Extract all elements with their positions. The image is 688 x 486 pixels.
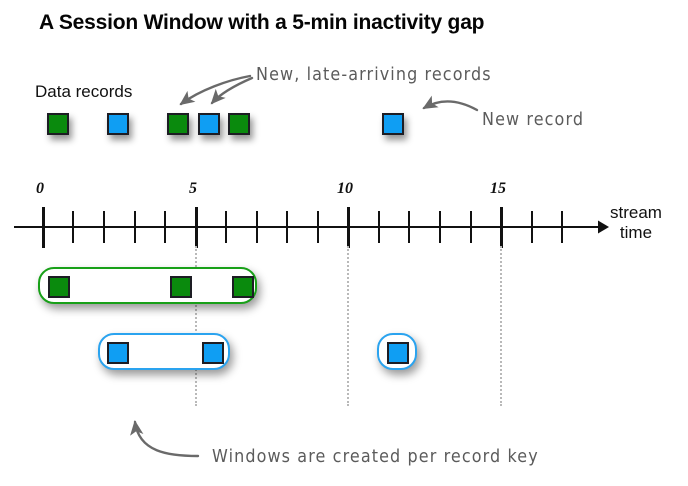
axis-minor-tick xyxy=(164,211,166,243)
axis-minor-tick xyxy=(531,211,533,243)
axis-minor-tick xyxy=(378,211,380,243)
window-record-blue xyxy=(107,342,129,364)
axis-minor-tick xyxy=(103,211,105,243)
axis-major-tick-10 xyxy=(347,207,350,248)
arrow-windows-per-key xyxy=(130,420,200,458)
axis-unit-label: stream time xyxy=(610,203,662,243)
annotation-new-record: New record xyxy=(482,108,585,130)
page-title: A Session Window with a 5-min inactivity… xyxy=(39,11,485,34)
axis-major-tick-5 xyxy=(195,207,198,248)
guide-line-15 xyxy=(500,246,502,406)
window-record-green xyxy=(48,276,70,298)
arrow-late-records-1 xyxy=(179,74,252,106)
guide-line-10 xyxy=(347,246,349,406)
window-record-green xyxy=(232,276,254,298)
axis-unit-label-line1: stream xyxy=(610,203,662,222)
axis-unit-label-line2: time xyxy=(619,223,653,242)
axis-minor-tick xyxy=(134,211,136,243)
axis-minor-tick xyxy=(286,211,288,243)
annotation-windows-per-key: Windows are created per record key xyxy=(212,445,539,467)
axis-minor-tick xyxy=(317,211,319,243)
record-square-blue-new xyxy=(382,113,404,135)
stream-time-axis-line xyxy=(14,226,603,228)
record-square-green xyxy=(47,113,69,135)
axis-tick-label-0: 0 xyxy=(36,180,44,197)
data-records-label: Data records xyxy=(35,82,133,101)
record-square-green-late xyxy=(167,113,189,135)
window-record-blue xyxy=(202,342,224,364)
axis-minor-tick xyxy=(439,211,441,243)
axis-minor-tick xyxy=(470,211,472,243)
axis-major-tick-15 xyxy=(500,207,503,248)
axis-minor-tick xyxy=(225,211,227,243)
axis-tick-label-15: 15 xyxy=(490,180,506,197)
guide-line-5 xyxy=(195,246,197,406)
axis-minor-tick xyxy=(72,211,74,243)
record-square-blue xyxy=(107,113,129,135)
axis-minor-tick xyxy=(561,211,563,243)
axis-tick-label-5: 5 xyxy=(189,180,197,197)
window-record-green xyxy=(170,276,192,298)
axis-tick-label-10: 10 xyxy=(337,180,353,197)
window-record-blue xyxy=(387,342,409,364)
arrow-new-record xyxy=(422,95,479,112)
record-square-green xyxy=(228,113,250,135)
record-square-blue-late xyxy=(198,113,220,135)
arrow-late-records-2 xyxy=(210,76,254,105)
session-window-green[interactable] xyxy=(38,267,257,304)
axis-major-tick-0 xyxy=(42,207,45,248)
annotation-late-arriving-records: New, late-arriving records xyxy=(256,63,492,85)
axis-minor-tick xyxy=(408,211,410,243)
axis-minor-tick xyxy=(256,211,258,243)
